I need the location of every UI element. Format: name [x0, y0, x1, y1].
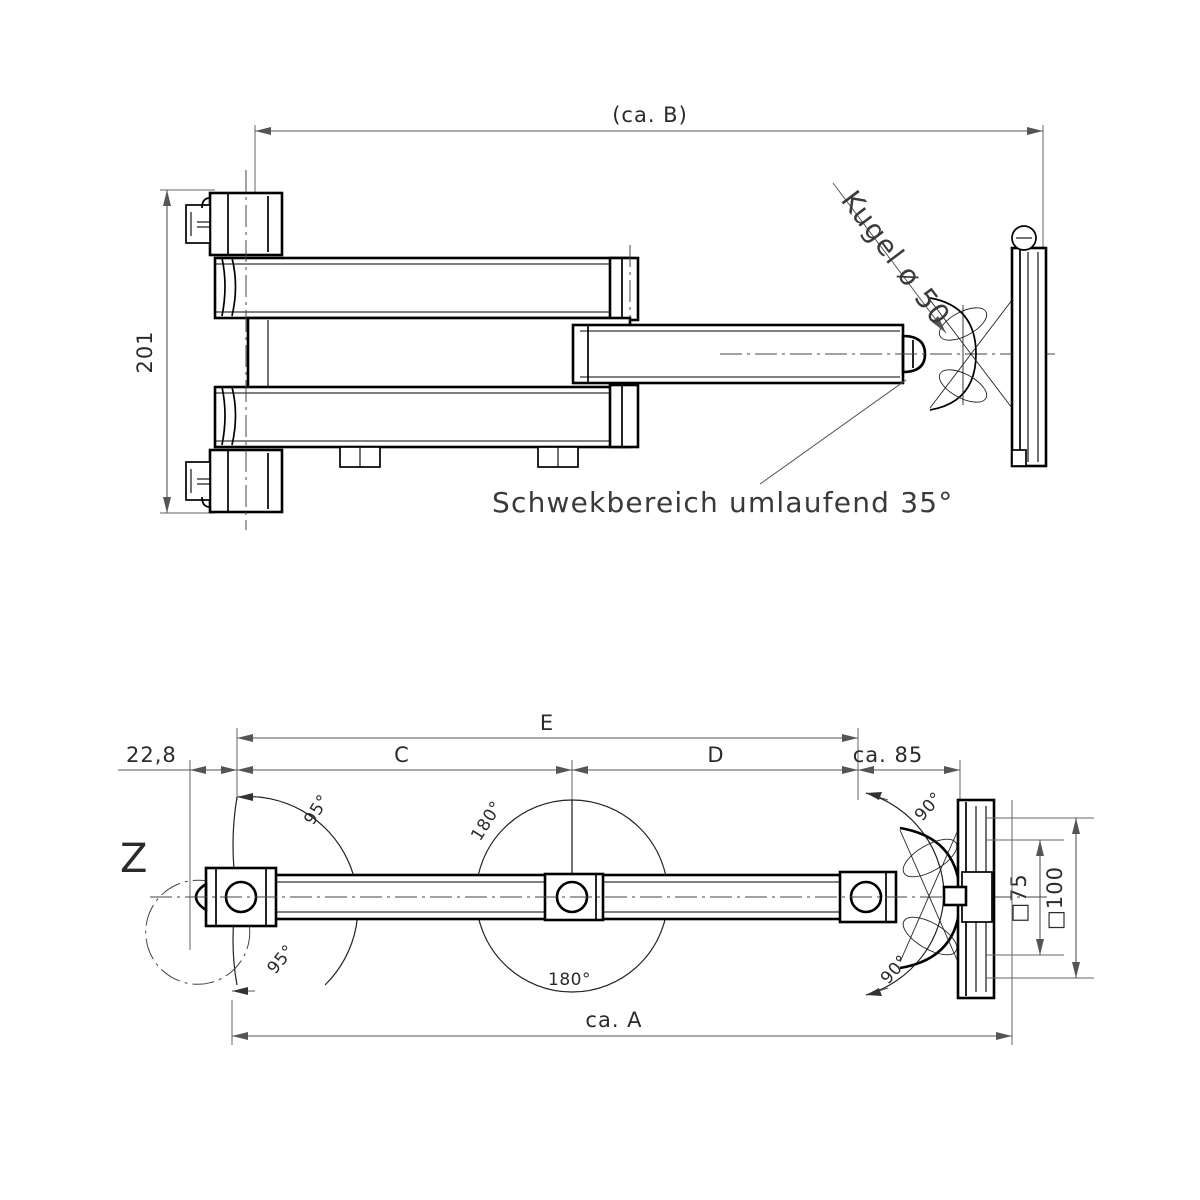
swivel-cone-top-ellipse	[938, 307, 988, 341]
dimension-overall-a: ca. A	[231, 800, 1013, 1045]
angle-label-180-bottom: 180°	[548, 970, 591, 990]
mounting-plate-body	[1010, 246, 1048, 468]
upper-arm-tube	[213, 256, 632, 320]
dimension-label-offset: 22,8	[126, 743, 177, 767]
dimension-label-vesa-100: □100	[1043, 866, 1067, 930]
leader-swivel-range: Schwekbereich umlaufend 35°	[492, 379, 953, 519]
lower-arm-tube	[213, 385, 632, 449]
dimension-label-plate-depth: ca. 85	[853, 743, 924, 767]
upper-arm-elbow-cap	[608, 256, 640, 322]
mounting-plate-foot	[1011, 449, 1027, 467]
detail-z-circle	[145, 879, 251, 985]
lower-arm-assembly	[185, 383, 640, 514]
angle-label-90-bottom: 90°	[877, 951, 913, 988]
leader-label-ball-diameter: Kugel ø 50	[834, 184, 957, 332]
angle-label-180-top: 180°	[467, 798, 507, 845]
note-swivel-range: Schwekbereich umlaufend 35°	[492, 486, 953, 519]
dimension-plate-depth: ca. 85	[853, 743, 961, 800]
angle-label-90-top: 90°	[911, 788, 947, 825]
dimension-label-e: E	[540, 711, 554, 735]
dimension-height-201: 201	[133, 189, 215, 514]
upper-arm-assembly	[185, 191, 640, 335]
dimension-label-d: D	[707, 743, 724, 767]
side-view-arm-body	[150, 866, 1050, 928]
arrowhead-left	[255, 127, 271, 135]
arrowhead-right	[1027, 127, 1043, 135]
side-plate-stud	[942, 885, 968, 907]
top-view-group: (ca. B) 201	[133, 103, 1055, 530]
lower-arm-elbow-cap	[608, 383, 640, 449]
dimension-vesa: □75 □100	[986, 817, 1094, 979]
wall-bracket-lower-tab	[185, 461, 211, 501]
side-view-head-assembly	[899, 798, 996, 1000]
dimension-label-vesa-75: □75	[1007, 873, 1031, 923]
wall-bracket-upper-tab	[185, 204, 211, 244]
leader-ball-diameter: Kugel ø 50	[832, 182, 957, 334]
dimension-label-overall-a: ca. A	[585, 1008, 642, 1032]
dimension-offset-22-8: 22,8	[118, 743, 237, 950]
mounting-plate-top-view	[1010, 225, 1048, 468]
angle-label-95-bottom: 95°	[264, 941, 300, 978]
dimension-segment-e: E	[236, 711, 859, 800]
angle-label-95-top: 95°	[300, 791, 334, 828]
detail-marker-z-label: Z	[120, 836, 147, 882]
ball-joint-group	[929, 297, 1013, 411]
side-view-group: E C D 22,8	[118, 711, 1094, 1045]
dimension-label-c: C	[394, 743, 410, 767]
dimension-label-overall-length: (ca. B)	[612, 103, 688, 127]
detail-marker-z: Z	[120, 836, 251, 985]
arc-95-deg	[236, 795, 359, 986]
dimension-segment-c-d: C D	[236, 743, 859, 810]
swivel-cone-bottom-ellipse	[938, 369, 988, 403]
dimension-label-height: 201	[133, 330, 157, 373]
arc-90-top	[865, 792, 945, 901]
wall-mount-arrow	[194, 881, 208, 913]
arc-90-bottom	[865, 891, 945, 996]
dimension-overall-length: (ca. B)	[254, 103, 1044, 250]
swivel-cone-outline	[929, 297, 977, 411]
